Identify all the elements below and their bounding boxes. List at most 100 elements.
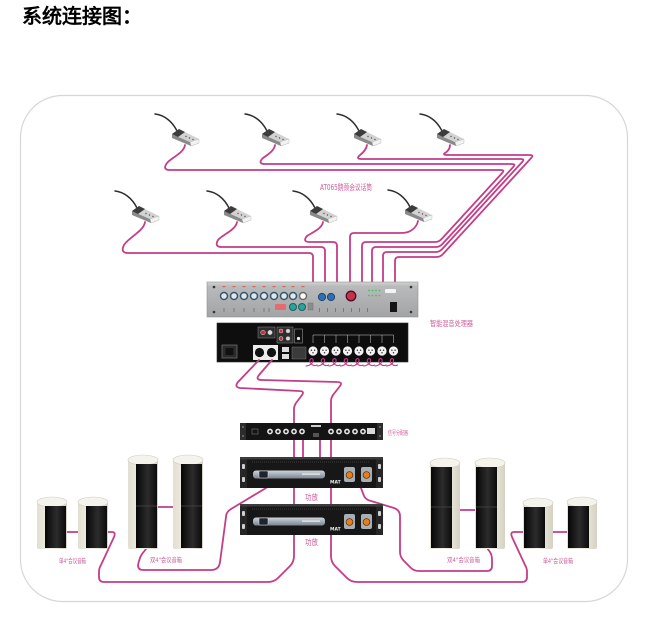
rca-jack-red <box>278 336 284 341</box>
pin <box>369 352 372 354</box>
xlr-input <box>308 346 318 356</box>
channel-knob <box>269 291 279 301</box>
channel-knob <box>288 291 298 301</box>
indicator <box>313 433 319 437</box>
speaker-cable-left-dual <box>137 487 267 571</box>
clip-led <box>222 286 226 288</box>
input-cable-loop <box>328 358 341 367</box>
channel-knob <box>229 291 239 301</box>
amp-top-edge <box>240 504 383 507</box>
meter-leds <box>368 289 381 297</box>
pin <box>382 349 385 351</box>
xlr-input <box>342 346 353 356</box>
pin <box>394 349 396 351</box>
amp-brand: MAT <box>330 527 342 533</box>
switch <box>263 308 265 312</box>
display-window <box>275 304 286 310</box>
switch <box>243 308 245 312</box>
model-text-strip <box>302 520 320 522</box>
speaker-label-right-single: 单4"会议音箱 <box>543 556 573 565</box>
speaker-single-right-outer <box>566 496 598 549</box>
xlr-mic-inputs <box>308 346 399 356</box>
xlr-output <box>266 347 277 358</box>
power-switch <box>390 302 397 312</box>
clip-led <box>272 286 276 288</box>
speaker-top-cap <box>172 454 204 466</box>
knob-center <box>361 430 365 433</box>
rack-screw <box>212 310 216 314</box>
rack-slot <box>242 524 245 529</box>
mic-cable-3 <box>357 144 525 284</box>
rack-slot <box>242 464 245 469</box>
pin <box>336 349 339 351</box>
input-cable-loop <box>385 358 399 367</box>
clip-led <box>232 286 236 288</box>
input-cable-loop <box>316 358 330 367</box>
rack-ear-right <box>376 506 383 535</box>
microphone-label: AT065鹅颈会议话筒 <box>320 182 372 192</box>
xlr-input <box>354 346 364 356</box>
rack-slot <box>242 511 245 516</box>
rack-hole <box>379 435 381 437</box>
knob-center <box>329 430 333 433</box>
cables-back <box>66 144 568 583</box>
pin <box>381 352 383 354</box>
master-level-knob <box>298 291 308 301</box>
rca-jack-red <box>278 328 284 334</box>
model-plate <box>367 428 375 434</box>
speaker-label-left-single: 单4"会议音箱 <box>59 556 86 565</box>
rack-ear-left <box>240 459 247 488</box>
rack-slot <box>378 511 381 516</box>
led <box>368 289 370 292</box>
aux-port-block <box>294 328 303 344</box>
xlr-output <box>254 347 265 358</box>
speaker-label-left-dual: 双4"会议音箱 <box>150 555 182 564</box>
pin <box>391 349 393 351</box>
clip-led <box>262 286 266 288</box>
switch <box>233 308 235 312</box>
speaker-single-left-outer <box>36 496 68 549</box>
knob-center <box>345 430 349 433</box>
speaker-grille <box>476 467 497 548</box>
data-port <box>282 347 289 352</box>
rca-jack-white <box>267 329 273 336</box>
clip-led <box>291 286 295 288</box>
rack-screw <box>212 285 216 289</box>
power-amplifier-1: MAT <box>240 457 383 488</box>
headphone-jack <box>307 302 314 311</box>
speaker-top-cap <box>522 497 554 509</box>
pin <box>312 352 314 354</box>
speaker-dual-left-outer <box>127 454 159 549</box>
front-bar <box>253 470 325 479</box>
power-amplifier-2: MAT <box>240 504 383 535</box>
pin <box>346 352 349 354</box>
distributor-label: 信号分配器 <box>388 429 408 437</box>
page-title: 系统连接图： <box>22 4 142 28</box>
pin <box>356 349 359 351</box>
speaker-dual-right-outer <box>474 457 506 549</box>
pin <box>335 352 337 354</box>
mic-cable-4 <box>394 144 534 284</box>
led <box>378 289 381 292</box>
speakers <box>36 454 598 549</box>
pin <box>392 352 395 354</box>
speaker-top-cap <box>566 496 598 508</box>
speaker-cable-right-dual <box>360 487 493 572</box>
rca-jack-block-1 <box>257 326 276 339</box>
speaker-top-cap <box>474 457 506 469</box>
led <box>375 294 377 297</box>
knob-center <box>284 430 288 433</box>
xlr-input <box>388 346 399 356</box>
jack-plate <box>276 326 294 344</box>
blue-knob <box>317 292 327 302</box>
speaker-single-left-inner <box>77 496 109 549</box>
teal-knob <box>298 303 306 311</box>
gain-knob-a <box>345 518 354 526</box>
input-cable-loop <box>305 358 318 367</box>
knob-center <box>337 430 341 433</box>
data-port <box>282 354 289 359</box>
xlr-input <box>331 346 341 356</box>
rack-slot <box>242 477 245 482</box>
speaker-top-cap <box>127 454 159 466</box>
knob-center <box>353 430 357 433</box>
